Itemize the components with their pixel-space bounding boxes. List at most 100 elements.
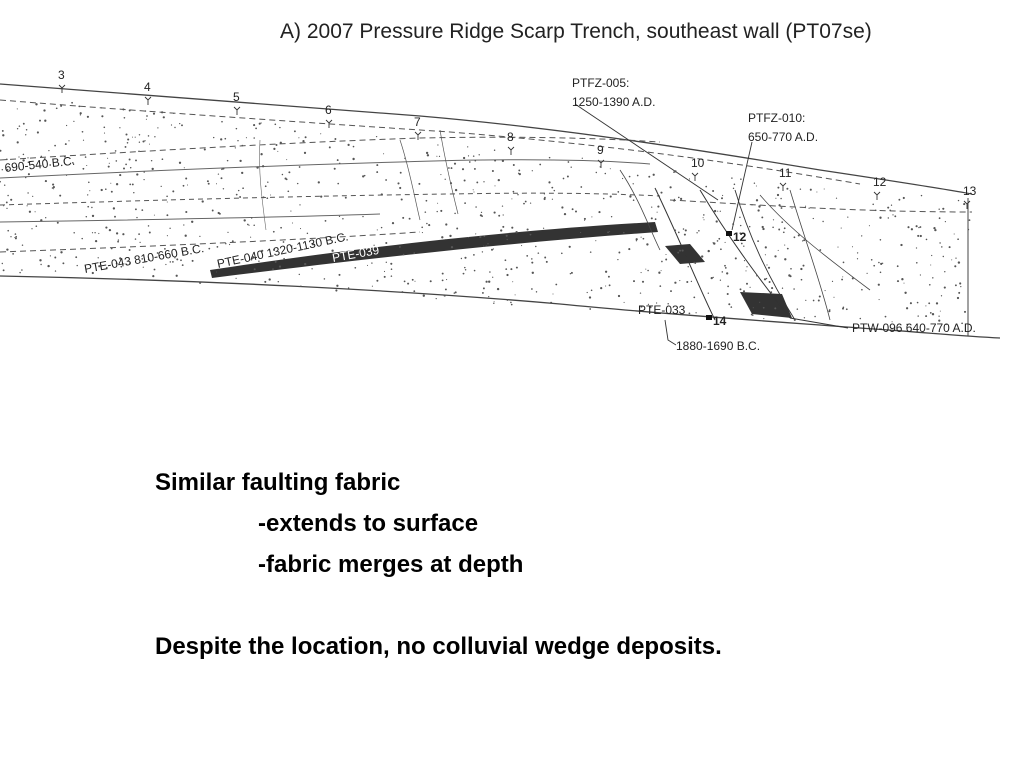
texture-dot	[320, 195, 323, 198]
texture-dot	[3, 184, 6, 186]
texture-dot	[583, 217, 586, 220]
texture-dot	[510, 268, 513, 271]
texture-dot	[126, 142, 129, 144]
texture-dot	[125, 133, 128, 136]
texture-dot	[496, 287, 500, 291]
texture-dot	[438, 155, 441, 158]
fault-strand-7	[439, 129, 459, 215]
texture-dot	[756, 275, 758, 277]
station-tick-13	[963, 200, 971, 209]
texture-dot	[482, 287, 485, 290]
texture-dot	[636, 174, 639, 177]
texture-dot	[901, 278, 904, 281]
texture-dot	[75, 256, 78, 259]
texture-dot	[390, 268, 393, 271]
texture-dot	[660, 270, 662, 272]
texture-dot	[151, 167, 154, 171]
texture-dot	[299, 228, 302, 230]
texture-dot	[702, 217, 704, 219]
texture-dot	[139, 241, 141, 244]
texture-dot	[721, 197, 723, 200]
texture-dot	[153, 214, 155, 216]
texture-dot	[550, 301, 553, 304]
texture-dot	[2, 269, 5, 272]
texture-dot	[450, 246, 454, 249]
texture-dot	[117, 239, 120, 241]
texture-dot	[746, 282, 748, 285]
texture-dot	[963, 310, 967, 313]
texture-dot	[1, 129, 4, 132]
texture-dot	[799, 319, 801, 321]
texture-dot	[724, 264, 726, 267]
note-spacer	[155, 585, 722, 626]
texture-dot	[569, 272, 572, 275]
texture-dot	[115, 262, 118, 265]
texture-dot	[76, 264, 78, 267]
texture-dot	[464, 269, 467, 271]
texture-dot	[413, 290, 416, 293]
texture-dot	[967, 228, 970, 231]
texture-dot	[114, 150, 117, 152]
texture-dot	[945, 323, 947, 326]
texture-dot	[110, 182, 112, 184]
texture-dot	[474, 159, 477, 162]
texture-dot	[82, 167, 85, 170]
texture-dot	[221, 120, 223, 123]
texture-dot	[169, 227, 171, 230]
texture-dot	[478, 154, 480, 156]
texture-dot	[141, 209, 144, 211]
texture-dot	[736, 204, 739, 206]
texture-dot	[776, 193, 780, 197]
texture-dot	[79, 112, 82, 115]
texture-dot	[905, 307, 909, 310]
fault-strand-5	[759, 194, 871, 291]
station-number-6: 6	[325, 103, 332, 117]
texture-dot	[91, 206, 93, 209]
texture-dot	[707, 249, 710, 253]
note-line-2: -extends to surface	[258, 510, 479, 537]
texture-dot	[298, 137, 300, 139]
texture-dot	[687, 266, 689, 268]
texture-dot	[693, 261, 696, 264]
texture-dot	[570, 271, 573, 274]
texture-dot	[25, 134, 27, 136]
fault-strand-2	[699, 189, 791, 319]
texture-dot	[245, 137, 247, 139]
texture-dot	[548, 156, 551, 159]
texture-dot	[311, 268, 313, 270]
texture-dot	[15, 235, 17, 238]
texture-dot	[59, 194, 62, 197]
texture-dot	[144, 140, 146, 142]
texture-dot	[906, 323, 908, 326]
texture-dot	[896, 265, 899, 268]
texture-dot	[231, 240, 234, 243]
texture-dot	[62, 262, 65, 265]
texture-dot	[822, 220, 824, 223]
texture-dot	[235, 277, 237, 279]
texture-dot	[89, 190, 91, 192]
texture-dot	[185, 177, 188, 180]
texture-dot	[544, 196, 546, 199]
texture-dot	[253, 124, 256, 127]
texture-dot	[261, 165, 265, 168]
texture-dot	[436, 210, 438, 213]
texture-dot	[531, 170, 533, 172]
texture-dot	[515, 266, 518, 269]
texture-dot	[206, 180, 209, 183]
texture-dot	[512, 163, 515, 167]
texture-dot	[688, 178, 691, 180]
texture-dot	[235, 193, 238, 196]
texture-dot	[184, 234, 187, 237]
texture-dot	[347, 287, 350, 289]
texture-dot	[498, 214, 501, 217]
texture-dot	[88, 181, 90, 184]
texture-dot	[925, 315, 928, 318]
texture-dot	[91, 232, 94, 234]
texture-dot	[868, 225, 870, 227]
texture-dot	[6, 168, 9, 171]
texture-dot	[730, 306, 733, 308]
texture-dot	[851, 277, 854, 280]
texture-dot	[407, 282, 410, 285]
texture-dot	[475, 206, 477, 208]
faulted-unit-block-2	[740, 292, 792, 318]
